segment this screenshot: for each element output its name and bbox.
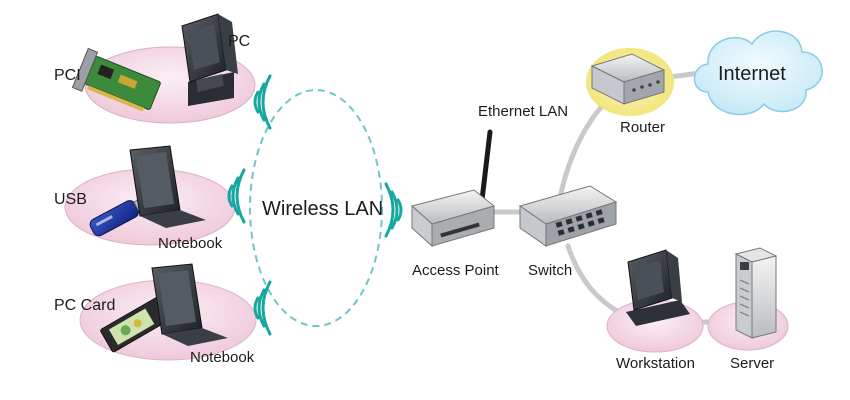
server-tower-icon [734,247,778,339]
access-point-icon [410,129,496,248]
wifi-waves-icon [253,74,272,130]
pc-card-icon [100,297,170,353]
label-pc-card: PC Card [54,297,115,314]
network-switch-icon [518,185,618,247]
ethernet-link-switch-workstation [565,243,633,321]
wifi-waves-icon [227,168,246,224]
label-workstation: Workstation [616,355,695,372]
desktop-computer-icon [181,13,238,106]
label-usb: USB [54,191,87,208]
notebook-icon [129,145,206,228]
wifi-waves-icon [253,280,272,336]
cloud-icon [693,30,823,116]
label-access-point: Access Point [412,262,500,279]
wifi-waves-icon [384,182,403,238]
label-notebook-1: Notebook [158,235,223,252]
label-switch: Switch [528,262,572,279]
workstation-icon [626,249,690,326]
label-wireless-lan: Wireless LAN [262,198,383,220]
label-pc: PC [228,33,250,50]
label-server: Server [730,355,774,372]
ethernet-link-switch-router [557,99,609,201]
wireless-lan-link [249,89,383,327]
label-ethernet-lan: Ethernet LAN [478,103,568,120]
label-pci: PCI [54,67,81,84]
label-router: Router [620,119,665,136]
label-notebook-2: Notebook [190,349,255,366]
pci-card-icon [71,47,161,112]
label-internet: Internet [718,63,786,85]
router-icon [590,53,666,105]
notebook-icon [151,263,228,346]
